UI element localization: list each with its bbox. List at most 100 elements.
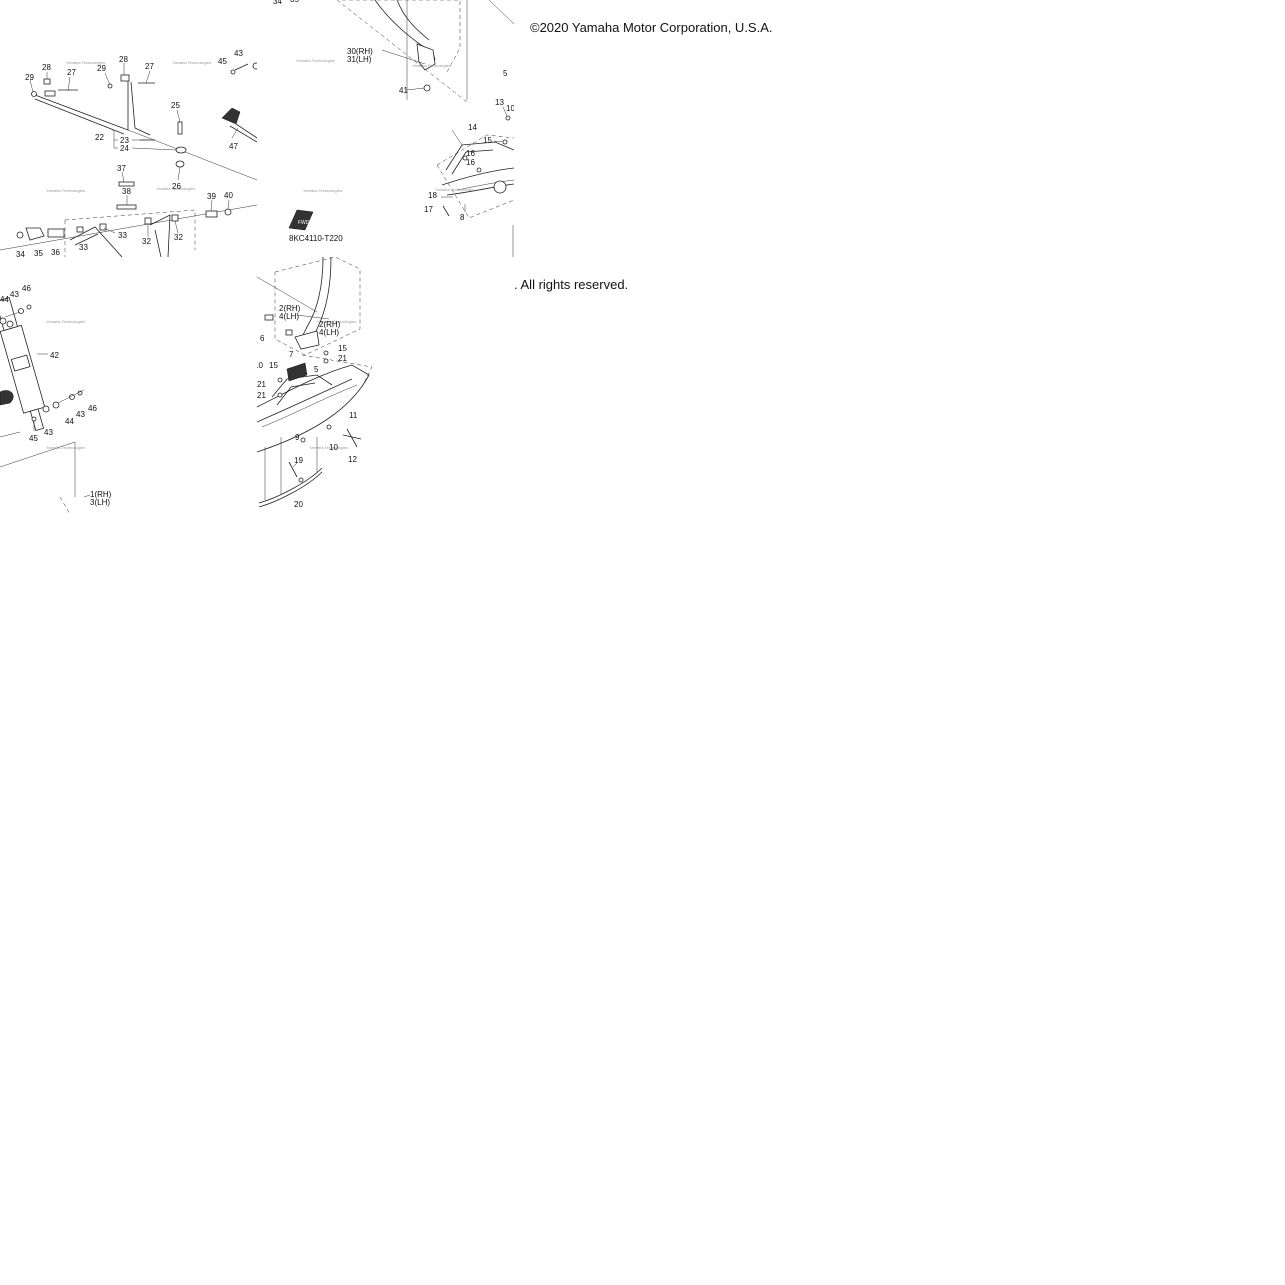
callout: 32	[142, 237, 151, 246]
callout: 19	[294, 456, 303, 465]
diagram-tile-ski: Yamaha Technologies Yamaha Technologies …	[257, 257, 514, 514]
callout: 2(RH)	[319, 320, 341, 329]
callout: 27	[67, 68, 76, 77]
spindle-assembly-drawing: Yamaha Technologies Yamaha Technologies …	[273, 0, 514, 257]
callout: 15	[269, 361, 278, 370]
callout: 24	[120, 144, 129, 153]
callout: 46	[88, 404, 97, 413]
callout: 45	[218, 57, 227, 66]
shock-absorber	[0, 297, 46, 431]
callout: 21	[338, 354, 347, 363]
upper-a-arm	[34, 80, 129, 131]
ski-bumper	[286, 362, 308, 382]
callout: 34	[273, 0, 282, 6]
copyright-notice: ©2020 Yamaha Motor Corporation, U.S.A.	[530, 20, 773, 35]
callout: 25	[171, 101, 180, 110]
diagram-tile-spindle-and-ski-top: Yamaha Technologies Yamaha Technologies …	[257, 0, 514, 257]
callout: 32	[174, 233, 183, 242]
callout: 9	[295, 433, 300, 442]
callout: 10	[506, 104, 514, 113]
svg-text:Yamaha Technologies: Yamaha Technologies	[156, 186, 195, 191]
callout: 4(LH)	[319, 328, 339, 337]
callout: 33	[79, 243, 88, 252]
svg-text:Yamaha Technologies: Yamaha Technologies	[412, 63, 451, 68]
callout: 46	[22, 284, 31, 293]
callout: 3(LH)	[90, 498, 110, 507]
svg-text:Yamaha Technologies: Yamaha Technologies	[317, 319, 356, 324]
lower-arm-dashed-outline	[64, 209, 196, 250]
callout: 10	[329, 443, 338, 452]
callout: 14	[468, 123, 477, 132]
callout: 39	[207, 192, 216, 201]
callout: 28	[119, 55, 128, 64]
svg-text:Yamaha Technologies: Yamaha Technologies	[46, 188, 85, 193]
callout: 42	[50, 351, 59, 360]
callout: 43	[76, 410, 85, 419]
upper-arm-assembly-drawing: Yamaha Technologies Yamaha Technologies …	[0, 49, 257, 257]
callout: 7	[289, 350, 294, 359]
callout: 20	[294, 500, 303, 509]
callout: 43	[234, 49, 243, 58]
callout: 45	[29, 434, 38, 443]
diagram-code: 8KC4110-T220	[289, 234, 343, 243]
diagram-tile-upper-arms: Yamaha Technologies Yamaha Technologies …	[0, 0, 257, 257]
spindle	[374, 0, 436, 61]
callout: 30(RH)	[347, 47, 373, 56]
callout: 44	[0, 295, 9, 304]
callout: 21	[257, 391, 266, 400]
ball-joint-part	[221, 107, 241, 125]
callout: 23	[120, 136, 129, 145]
shock-absorber-drawing: Yamaha Technologies Yamaha Technologies …	[0, 284, 112, 514]
svg-text:Yamaha Technologies: Yamaha Technologies	[46, 445, 85, 450]
callout: 15	[338, 344, 347, 353]
callout: 6	[260, 334, 265, 343]
svg-text:Yamaha Technologies: Yamaha Technologies	[46, 319, 85, 324]
callout: 16	[466, 158, 475, 167]
callout: 16	[466, 149, 475, 158]
svg-text:Yamaha Technologies: Yamaha Technologies	[66, 60, 105, 65]
svg-text:Yamaha Technologies: Yamaha Technologies	[435, 187, 474, 192]
callout: 40	[224, 191, 233, 200]
callout: 35	[290, 0, 299, 4]
callout: 26	[172, 182, 181, 191]
callout: 2(RH)	[279, 304, 301, 313]
svg-text:FWD: FWD	[298, 220, 310, 226]
callout: 44	[65, 417, 74, 426]
callout: 10	[257, 361, 263, 370]
ski-top-edge	[441, 167, 514, 186]
callout: 35	[34, 249, 43, 257]
callout: 18	[428, 191, 437, 200]
callout: 22	[95, 133, 104, 142]
callout: 43	[44, 428, 53, 437]
callout: 29	[25, 73, 34, 82]
callout: 37	[117, 164, 126, 173]
callout: 36	[51, 248, 60, 257]
callout: 17	[424, 205, 433, 214]
callout: 29	[97, 64, 106, 73]
fwd-arrow-icon: FWD	[288, 209, 314, 231]
callout: 12	[348, 455, 357, 464]
callout: 33	[118, 231, 127, 240]
callout: 1(RH)	[90, 490, 112, 499]
wear-bar	[258, 471, 323, 508]
callout: 4(LH)	[279, 312, 299, 321]
svg-text:Yamaha Technologies: Yamaha Technologies	[172, 60, 211, 65]
callout: 38	[122, 187, 131, 196]
callout: 27	[145, 62, 154, 71]
callout: 5	[314, 365, 319, 374]
callout: 21	[257, 380, 266, 389]
callout: 11	[349, 411, 358, 420]
callout: 13	[495, 98, 504, 107]
callout: 5	[503, 69, 508, 78]
diagram-tile-shock: Yamaha Technologies Yamaha Technologies …	[0, 257, 257, 514]
svg-text:Yamaha Technologies: Yamaha Technologies	[296, 58, 335, 63]
spindle-leg	[300, 257, 324, 340]
callout: 34	[16, 250, 25, 257]
rights-reserved-notice: . All rights reserved.	[514, 277, 629, 292]
callout: 31(LH)	[347, 55, 372, 64]
callout: 43	[10, 290, 19, 299]
callout: 8	[460, 213, 465, 222]
callout: 47	[229, 142, 238, 151]
svg-text:Yamaha Technologies: Yamaha Technologies	[303, 188, 342, 193]
ski-assembly-drawing: Yamaha Technologies Yamaha Technologies …	[257, 257, 373, 509]
